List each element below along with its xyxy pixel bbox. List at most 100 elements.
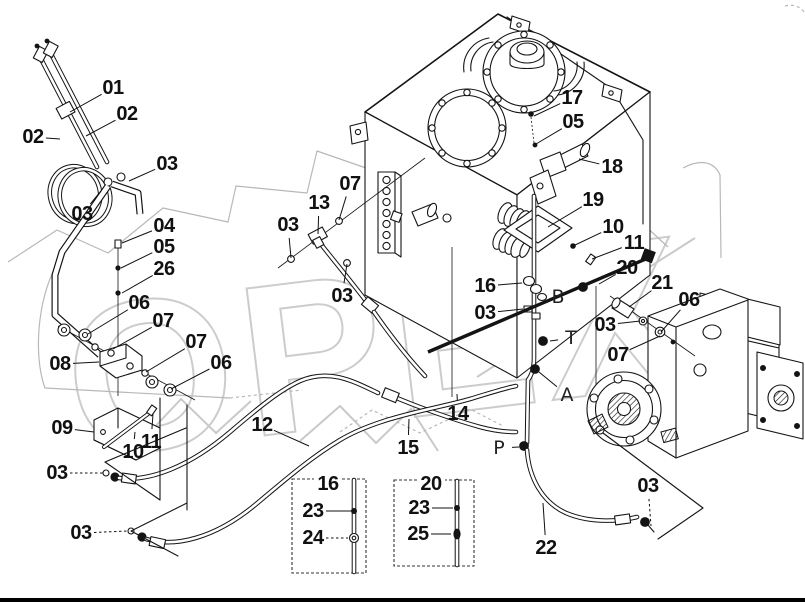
level-gauge — [377, 171, 402, 258]
panel-bracket — [601, 83, 623, 103]
leader-line — [69, 93, 102, 113]
hose-clamp-01 — [55, 100, 76, 120]
bolt-17 — [528, 111, 534, 117]
bolt-04 — [114, 239, 122, 249]
seal-07 — [126, 362, 134, 370]
callout-14: 14 — [447, 403, 470, 425]
callout-19: 19 — [582, 189, 604, 211]
callout-22: 22 — [535, 537, 557, 559]
leader-line — [72, 361, 100, 364]
leader-line — [120, 252, 153, 269]
leader-line — [549, 339, 559, 342]
port-label-T: T — [564, 327, 577, 349]
leader-line — [145, 348, 186, 373]
callout-03: 03 — [594, 314, 616, 336]
inset-item-23: 23 — [302, 500, 324, 522]
leader-line — [338, 196, 347, 221]
watermark-zigzag — [149, 397, 439, 452]
cover-handle-right — [553, 61, 585, 96]
filler-hoses — [32, 38, 144, 228]
leader-line — [407, 418, 410, 436]
leader-line — [598, 274, 616, 285]
leader-line — [542, 502, 546, 536]
hose-coupler — [381, 387, 400, 404]
leader-line — [85, 119, 116, 137]
leader-line — [121, 275, 153, 294]
inset-item-23: 23 — [408, 497, 430, 519]
leader-line — [569, 287, 581, 293]
leader-line — [538, 371, 558, 388]
callout-09: 09 — [51, 417, 73, 439]
callout-03: 03 — [331, 285, 353, 307]
item-25-marker — [453, 528, 461, 540]
nut-03 — [531, 312, 541, 320]
callout-labels: 0102020303040526060707060809101103031213… — [22, 77, 700, 559]
inset-title-16: 16 — [317, 473, 339, 495]
port-label-A: A — [561, 384, 574, 406]
callout-05: 05 — [153, 236, 175, 258]
leader-line — [497, 308, 524, 313]
leader-line — [93, 530, 129, 533]
fitting-port-B — [578, 282, 588, 292]
callout-18: 18 — [601, 156, 623, 178]
leader-line — [74, 429, 95, 433]
fitting — [536, 292, 548, 302]
callout-03: 03 — [70, 522, 92, 544]
callout-03: 03 — [46, 462, 68, 484]
bracket-19 — [503, 205, 573, 253]
leader-line — [87, 309, 129, 335]
item-23-marker — [350, 507, 357, 514]
inset-boxes — [291, 471, 475, 575]
cover-handle-left — [463, 37, 494, 73]
tank-cover-left — [427, 88, 507, 168]
seal-07 — [107, 349, 115, 357]
seal-03 — [638, 316, 648, 326]
leader-line — [629, 335, 661, 351]
seal-07 — [91, 343, 99, 351]
leader-line — [121, 230, 153, 244]
leader-line — [317, 215, 320, 235]
callout-10: 10 — [602, 216, 624, 238]
sheet-border — [0, 598, 805, 602]
port-label-P: P — [493, 437, 504, 459]
inset-item-25: 25 — [407, 523, 429, 545]
callout-03: 03 — [637, 475, 659, 497]
callout-06: 06 — [678, 289, 700, 311]
callout-07: 07 — [152, 310, 174, 332]
leader-line — [170, 368, 210, 390]
callout-21: 21 — [651, 272, 673, 294]
pump-fitting-chain — [609, 295, 696, 357]
leader-line — [591, 247, 623, 260]
seal-07 — [670, 339, 676, 345]
callout-07: 07 — [607, 344, 629, 366]
leader-line — [572, 232, 602, 247]
callout-11: 11 — [624, 232, 645, 254]
leader-line — [660, 309, 681, 333]
seal-07 — [335, 217, 343, 225]
hose-fitting-06 — [57, 323, 71, 337]
tank-tab — [349, 121, 369, 145]
leader-line — [547, 206, 583, 228]
hose-ferrule — [148, 536, 167, 550]
callout-03: 03 — [156, 153, 178, 175]
callout-15: 15 — [397, 437, 419, 459]
leader-line — [151, 413, 154, 430]
port-label-B: B — [551, 286, 564, 308]
hose-end-fitting — [42, 40, 59, 59]
tee-13 — [307, 226, 328, 249]
callout-04: 04 — [153, 215, 176, 237]
callout-26: 26 — [153, 258, 175, 280]
callout-03: 03 — [71, 203, 93, 225]
callout-05: 05 — [562, 111, 584, 133]
callout-08: 08 — [49, 353, 71, 375]
fitting-24 — [529, 283, 543, 295]
inset-box-20 — [393, 472, 475, 568]
callout-11: 11 — [141, 431, 162, 453]
leader-line — [288, 237, 292, 259]
item-24-marker — [348, 532, 360, 544]
left-return-assembly — [51, 183, 196, 401]
leader-line — [497, 282, 523, 286]
elbow-fitting — [116, 172, 126, 182]
